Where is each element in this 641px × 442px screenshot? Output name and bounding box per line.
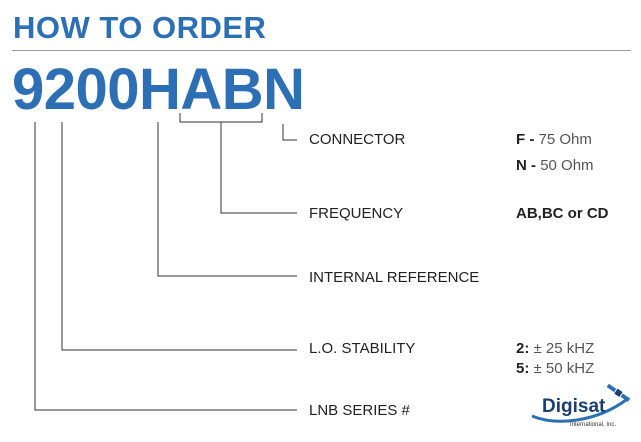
internal-reference-callout-line [157,122,297,277]
lo-stability-option-code: 2: [516,340,530,357]
connector-option-code: N [516,157,527,174]
connector-option-sep: - [525,131,539,148]
digisat-logo: Digisat International, Inc. [526,382,636,437]
title-divider [12,50,631,51]
connector-option: F - 75 Ohm [516,131,592,149]
connector-callout-line [282,124,297,141]
connector-option: N - 50 Ohm [516,157,594,175]
frequency-callout-line [220,122,297,214]
lo-stability-label: L.O. STABILITY [309,340,416,357]
frequency-value: AB,BC or CD [516,205,609,222]
internal-reference-label: INTERNAL REFERENCE [309,269,480,286]
page-title: HOW TO ORDER [13,10,267,45]
frequency-label: FREQUENCY [309,205,404,222]
lo-stability-option-desc: ± 50 kHZ [529,360,595,377]
logo-subtitle: International, Inc. [570,422,616,428]
frequency-bracket [179,113,263,123]
connector-option-desc: 50 Ohm [540,157,594,174]
connector-label: CONNECTOR [309,131,406,148]
satellite-icon [606,383,631,402]
model-number: 9200HABN [12,57,305,122]
lo-stability-option-desc: ± 25 kHZ [529,340,595,357]
lnb-series-callout-line [34,122,297,411]
lo-stability-option-code: 5: [516,360,530,377]
connector-option-code: F [516,131,526,148]
logo-wordmark: Digisat [542,396,606,417]
lo-stability-option: 2: ± 25 kHZ [516,340,594,358]
lo-stability-callout-line [61,122,297,351]
connector-option-desc: 75 Ohm [538,131,592,148]
lo-stability-option: 5: ± 50 kHZ [516,360,594,378]
connector-option-sep: - [526,157,541,174]
lnb-series-label: LNB SERIES # [309,402,410,419]
